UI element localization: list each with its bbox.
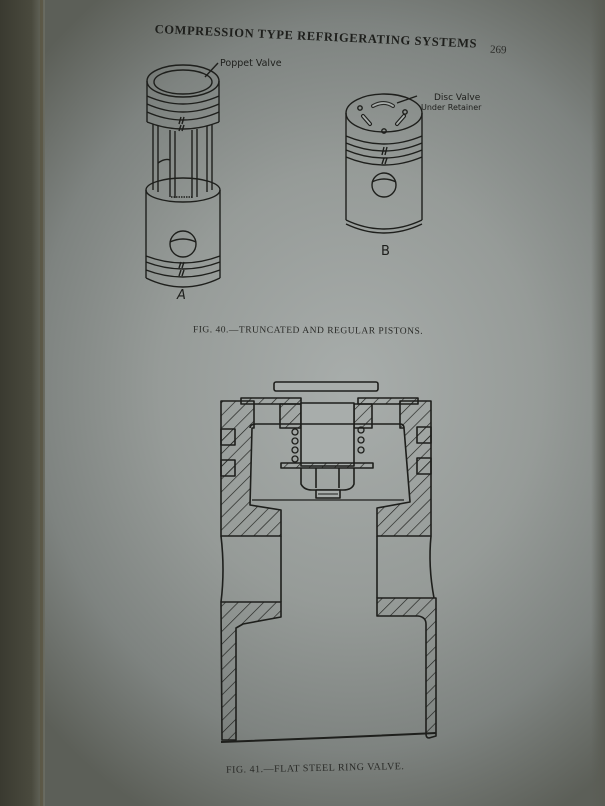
under-retainer-callout: Under Retainer: [421, 103, 482, 112]
piston-a-drawing: [145, 62, 221, 288]
page-edge-shadow: [591, 0, 605, 806]
book-gutter: [0, 0, 45, 806]
gutter-crease: [40, 0, 43, 806]
poppet-valve-callout: Poppet Valve: [220, 58, 282, 69]
piston-b-drawing: [345, 93, 423, 234]
piston-b-label: B: [381, 244, 390, 259]
disc-valve-callout: Disc Valve: [434, 93, 481, 103]
piston-a-label: A: [177, 288, 186, 303]
